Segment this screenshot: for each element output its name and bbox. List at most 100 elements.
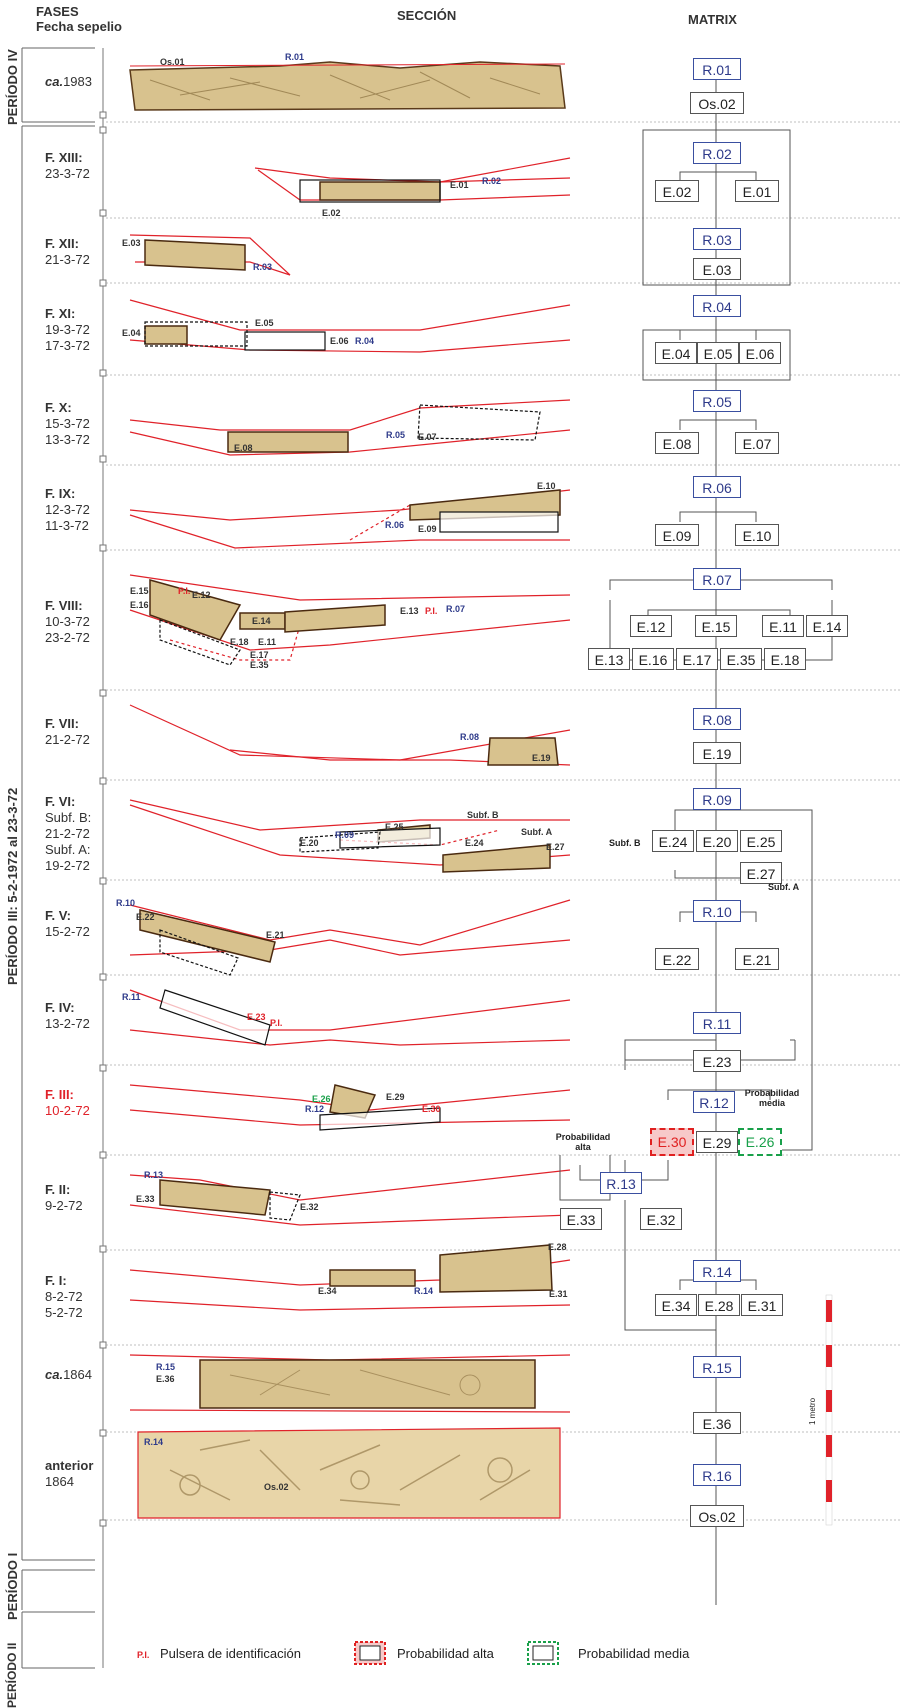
matrix-e35: E.35 [720,648,762,670]
legend-pi-abbr: P.I. [137,1650,150,1660]
matrix-e31: E.31 [741,1294,783,1316]
scale-bar [825,1294,833,1526]
label-e06: E.06 [330,336,349,346]
matrix-e26: E.26 [738,1128,782,1156]
label-r11: R.11 [122,992,141,1002]
label-r05: R.05 [386,430,406,440]
matrix-e17: E.17 [676,648,718,670]
label-r07: R.07 [446,604,466,614]
matrix-e08: E.08 [655,432,699,454]
label-r06: R.06 [385,520,405,530]
label-e05: E.05 [255,318,274,328]
matrix-os02-bottom: Os.02 [690,1505,744,1527]
label-e02: E.02 [322,208,341,218]
matrix-e16: E.16 [632,648,674,670]
label-r09: R.09 [335,830,355,840]
label-e13: E.13 [400,606,419,616]
label-e29: E.29 [386,1092,405,1102]
matrix-r12: R.12 [693,1091,735,1113]
matrix-e30: E.30 [650,1128,694,1156]
matrix-r13: R.13 [600,1172,642,1194]
label-r12: R.12 [305,1104,325,1114]
header-fecha: Fecha sepelio [36,19,122,34]
label-r15: R.15 [156,1362,176,1372]
matrix-e22: E.22 [655,948,699,970]
matrix-e33: E.33 [560,1208,602,1230]
label-pi2: P.I. [425,606,438,616]
matrix-os02-top: Os.02 [690,92,744,114]
matrix-e06: E.06 [739,342,781,364]
matrix-r11: R.11 [693,1012,741,1034]
label-e01: E.01 [450,180,469,190]
label-e20: E.20 [300,838,319,848]
label-pi1: P.I. [178,586,191,596]
period-brackets [21,47,95,1669]
matrix-e02: E.02 [655,180,699,202]
matrix-r04: R.04 [693,295,741,317]
legend-pi-text: Pulsera de identificación [160,1646,301,1661]
matrix-e15: E.15 [695,615,737,637]
matrix-e28: E.28 [698,1294,740,1316]
matrix-prob-media: Probabilidad media [744,1088,800,1108]
graves [139,181,561,1409]
phase-vii: F. VII:21-2-72 [45,716,90,747]
label-e07: E.07 [418,432,437,442]
label-r01: R.01 [285,52,305,62]
label-e21: E.21 [266,930,285,940]
label-e16: E.16 [130,600,149,610]
matrix-e13: E.13 [588,648,630,670]
matrix-e01: E.01 [735,180,779,202]
matrix-r08: R.08 [693,708,741,730]
grave-os01 [129,61,566,111]
label-r02: R.02 [482,176,502,186]
label-r16: R.14 [144,1437,164,1447]
matrix-e11: E.11 [762,615,804,637]
label-e19: E.19 [532,753,551,763]
label-os01: Os.01 [160,57,185,67]
label-r14: R.14 [414,1286,434,1296]
matrix-e12: E.12 [630,615,672,637]
matrix-e10: E.10 [735,524,779,546]
label-r13: R.13 [144,1170,164,1180]
matrix-e21: E.21 [735,948,779,970]
matrix-e23: E.23 [693,1050,741,1072]
label-e34: E.34 [318,1286,337,1296]
label-e03: E.03 [122,238,141,248]
matrix-e24: E.24 [652,830,694,852]
matrix-e05: E.05 [697,342,739,364]
matrix-r03: R.03 [693,228,741,250]
matrix-e20: E.20 [696,830,738,852]
label-e23: E.23 [247,1012,266,1022]
label-e12: E.12 [192,590,211,600]
matrix-r06: R.06 [693,476,741,498]
label-e35: E.35 [250,660,269,670]
matrix-e09: E.09 [655,524,699,546]
phase-xiii: F. XIII:23-3-72 [45,150,90,181]
label-e28: E.28 [548,1242,567,1252]
matrix-r01: R.01 [693,58,741,80]
matrix-e07: E.07 [735,432,779,454]
matrix-r09: R.09 [693,788,741,810]
matrix-e29: E.29 [696,1131,738,1153]
phase-ii: F. II:9-2-72 [45,1182,83,1213]
matrix-prob-alta: Probabilidad alta [555,1132,611,1152]
matrix-r16: R.16 [693,1464,741,1486]
label-e08: E.08 [234,443,253,453]
label-r04: R.04 [355,336,375,346]
label-e14: E.14 [252,616,271,626]
label-r10: R.10 [116,898,136,908]
label-e26: E.26 [312,1094,331,1104]
legend-alta-text: Probabilidad alta [397,1646,494,1661]
matrix-e25: E.25 [740,830,782,852]
label-e04: E.04 [122,328,141,338]
matrix-e34: E.34 [655,1294,697,1316]
label-e33: E.33 [136,1194,155,1204]
phase-v: F. V:15-2-72 [45,908,90,939]
matrix-r02: R.02 [693,142,741,164]
matrix-e03: E.03 [693,258,741,280]
label-e09: E.09 [418,524,437,534]
